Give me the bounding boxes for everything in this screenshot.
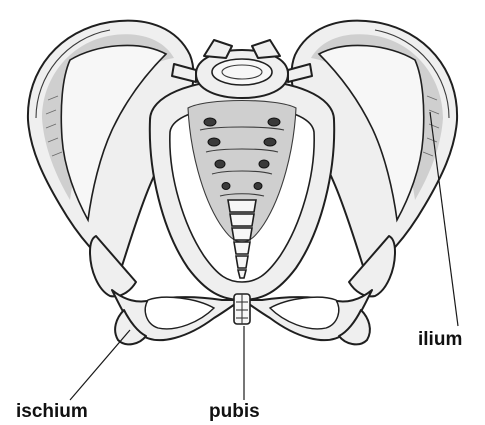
- ischium-pubis: [112, 290, 372, 344]
- ischium-leader-line: [70, 330, 130, 400]
- ischium-label: ischium: [16, 402, 88, 421]
- ilium-label: ilium: [418, 330, 462, 349]
- pubis-label: pubis: [209, 402, 260, 421]
